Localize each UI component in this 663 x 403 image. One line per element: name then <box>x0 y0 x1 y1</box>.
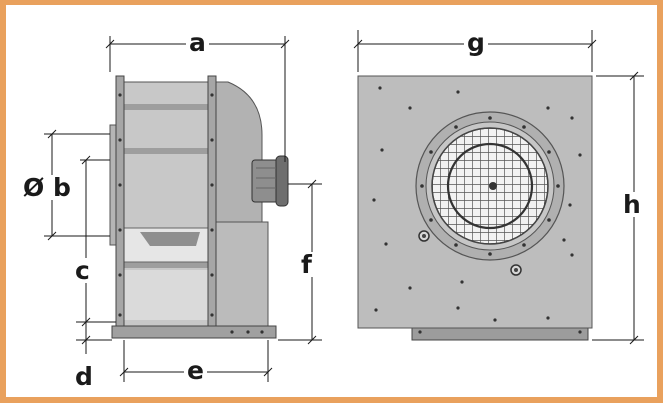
side-inlet-shade <box>140 232 200 246</box>
dimension-label-a: a <box>186 30 209 55</box>
side-housing-profile <box>211 81 263 226</box>
side-view <box>109 75 289 339</box>
side-plate-mid <box>122 148 214 154</box>
front-grille-ring <box>446 142 534 230</box>
dimension-label-e: e <box>184 358 207 383</box>
front-hub <box>489 182 497 190</box>
side-lower-panel <box>124 270 208 320</box>
dimension-label-c: c <box>72 258 93 283</box>
side-base-plate <box>111 325 277 339</box>
side-rail-right <box>207 75 217 333</box>
side-lower-body <box>211 221 269 327</box>
dimension-label-h: h <box>620 192 644 217</box>
front-view <box>357 75 593 341</box>
side-motor-cap <box>275 155 289 207</box>
dimension-label-f: f <box>298 252 315 277</box>
front-flange-bolts <box>420 116 560 256</box>
side-rail-left <box>115 75 125 333</box>
dimension-label-d: d <box>72 364 96 389</box>
dimension-label-b: Ø b <box>20 175 74 200</box>
front-housing-rivets <box>372 86 582 322</box>
side-plate-top <box>122 104 214 110</box>
side-plate-low <box>122 262 214 268</box>
dimension-label-g: g <box>464 30 488 55</box>
